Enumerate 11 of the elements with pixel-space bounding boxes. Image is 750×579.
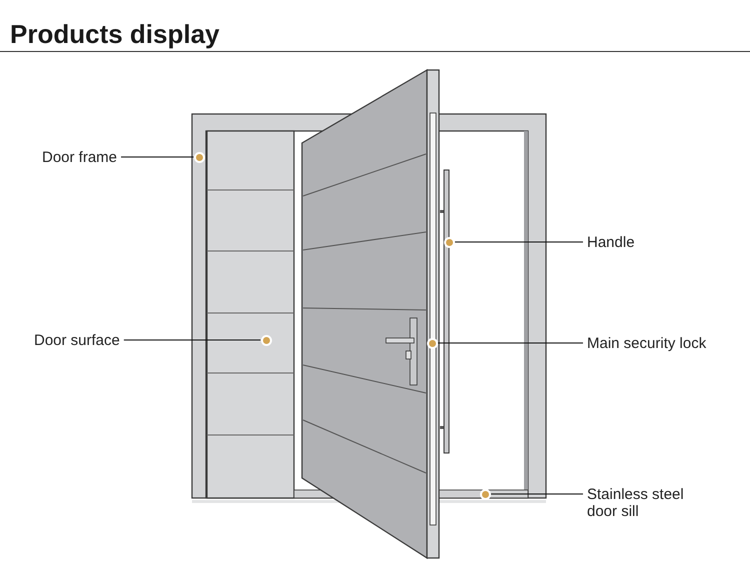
title: Products display xyxy=(10,18,220,50)
leader-line xyxy=(454,241,583,243)
callout-label: Door frame xyxy=(42,148,118,166)
leader-line xyxy=(490,493,583,495)
leader-line xyxy=(438,342,583,344)
leader-line xyxy=(124,339,260,341)
callout-label: Door surface xyxy=(34,332,120,348)
callout-label: Stainless steel door sill xyxy=(587,486,712,520)
callout-label: Handle xyxy=(587,234,635,250)
callout-label: Main security lock xyxy=(587,334,706,352)
leader-line xyxy=(121,156,194,158)
